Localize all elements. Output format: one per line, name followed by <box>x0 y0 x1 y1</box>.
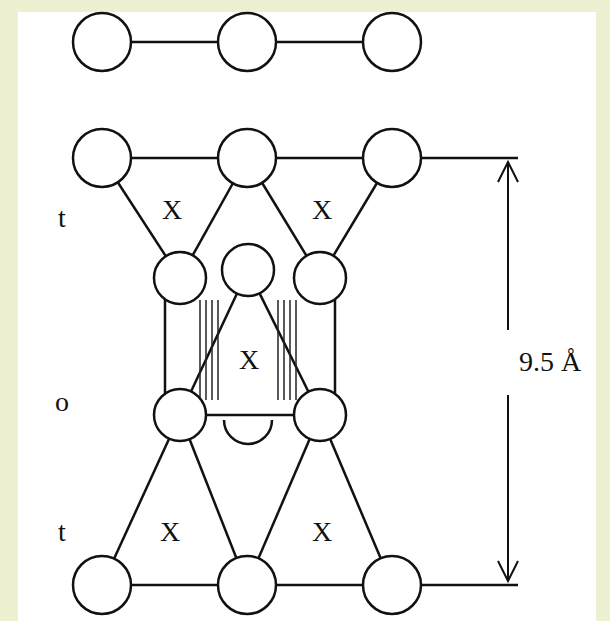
site-label: X <box>239 346 259 374</box>
bonds <box>102 42 518 585</box>
layer-label: t <box>58 204 66 232</box>
site-label: X <box>160 518 180 546</box>
site-label: X <box>162 196 182 224</box>
site-label: X <box>312 196 332 224</box>
dimension-arrow <box>498 162 518 581</box>
dimension-label: 9.5 Å <box>519 348 581 376</box>
background <box>18 12 596 621</box>
hatched-bond <box>196 300 300 400</box>
layer-label: t <box>58 518 66 546</box>
atom-circle <box>73 13 421 614</box>
site-label: X <box>312 518 332 546</box>
layer-label: o <box>55 388 69 416</box>
